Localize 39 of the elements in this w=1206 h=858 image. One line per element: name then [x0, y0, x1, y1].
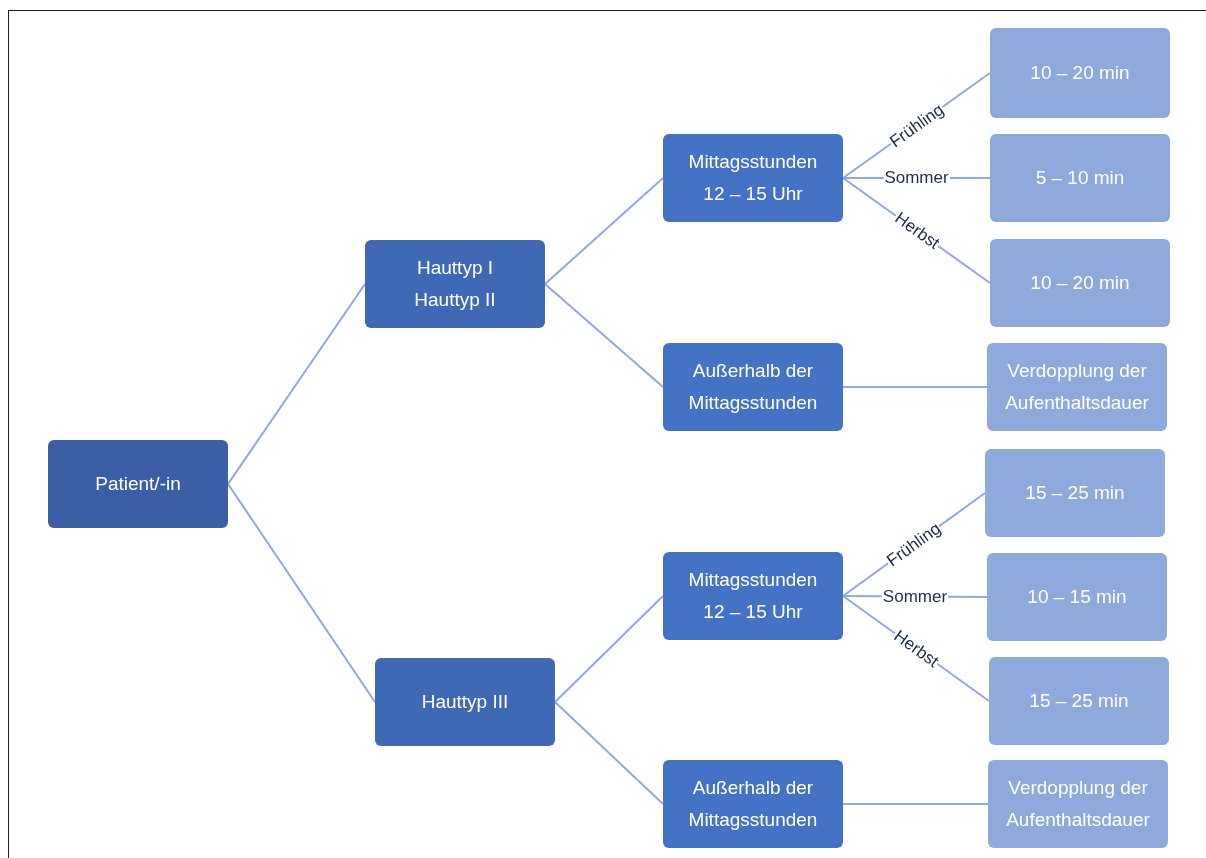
connector-line [842, 803, 989, 805]
node-text: 10 – 15 min [1027, 585, 1127, 609]
connector-line [544, 177, 664, 285]
result-box [990, 134, 1170, 222]
result-box [990, 239, 1170, 327]
connector-line [842, 386, 988, 388]
connector-line [227, 283, 366, 485]
time-box [663, 552, 843, 640]
node-text: Außerhalb der Mittagsstunden [687, 359, 819, 415]
node-text: 15 – 25 min [1029, 689, 1129, 713]
result-box [990, 28, 1170, 118]
time-box [663, 760, 843, 848]
result-box [989, 657, 1169, 745]
node-text: 15 – 25 min [1025, 481, 1125, 505]
node-text: Mittagsstunden 12 – 15 Uhr [687, 568, 819, 624]
category-box [375, 658, 555, 746]
connector-line [544, 283, 664, 388]
node-text: Hauttyp II [414, 288, 496, 312]
node-text: 5 – 10 min [1035, 166, 1125, 190]
category-box [365, 240, 545, 328]
node-text: Patient/-in [95, 472, 181, 496]
result-box [987, 553, 1167, 641]
result-box [985, 449, 1165, 537]
connector-line [227, 483, 376, 703]
connector-line [554, 595, 664, 703]
node-text: Außerhalb der Mittagsstunden [687, 776, 819, 832]
node-text: 10 – 20 min [1030, 271, 1130, 295]
connector-line [554, 701, 664, 805]
node-text: Verdopplung der Aufenthaltsdauer [1005, 359, 1149, 415]
node-text: 10 – 20 min [1030, 61, 1130, 85]
node-text: Mittagsstunden 12 – 15 Uhr [687, 150, 819, 206]
time-box [663, 134, 843, 222]
node-text: Hauttyp III [421, 690, 509, 714]
root-box [48, 440, 228, 528]
node-text: Verdopplung der Aufenthaltsdauer [1006, 776, 1150, 832]
result-box [988, 760, 1168, 848]
node-text: Hauttyp I [416, 256, 493, 280]
time-box [663, 343, 843, 431]
result-box [987, 343, 1167, 431]
